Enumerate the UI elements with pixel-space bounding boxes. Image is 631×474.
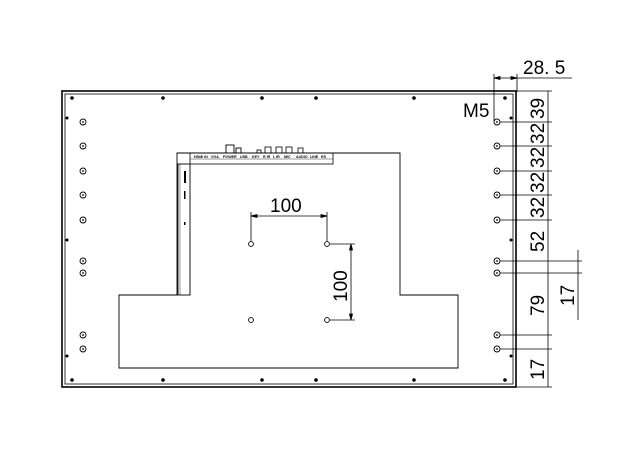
connector-label: R IR (263, 155, 271, 159)
monitor-outline (61, 90, 517, 388)
dim-label: 52 (528, 231, 549, 252)
right-hole-centers (496, 121, 498, 350)
offset-label: 28. 5 (523, 58, 565, 79)
connector-panel (189, 144, 334, 165)
connector-labels: HDMI IN VGA POWER USB KEY R IR L IR MIC … (194, 155, 327, 159)
left-hole-centers (82, 121, 84, 350)
right-dimension-labels: 39 32 32 32 32 52 79 17 17 (528, 98, 579, 380)
connector-label: RS (321, 155, 327, 159)
right-dimension-chain (500, 90, 582, 388)
side-bracket (177, 163, 191, 296)
dim-label: 17 (528, 359, 549, 380)
dim-label: 17 (558, 285, 579, 306)
connector-label: L IR (273, 155, 280, 159)
vesa-horizontal-dimension (250, 212, 328, 241)
connector-label: KEY (252, 155, 260, 159)
connector-label: VGA (211, 155, 219, 159)
dim-label: 32 (528, 172, 549, 193)
left-mounting-holes (79, 118, 87, 353)
connector-label: USB (240, 155, 248, 159)
m5-label: M5 (463, 101, 489, 122)
connector-label: MIC (284, 155, 291, 159)
vesa-vertical-dimension (330, 243, 355, 321)
vesa-horizontal-label: 100 (270, 196, 302, 217)
connector-label: POWER (223, 155, 237, 159)
connector-label: HDMI IN (194, 155, 208, 159)
offset-dimension (493, 74, 572, 121)
connector-label: AUDIO (296, 155, 308, 159)
dim-label: 79 (528, 295, 549, 316)
rear-cover-outline (118, 152, 459, 369)
frame-rivets (65, 96, 513, 382)
vesa-holes (248, 241, 330, 323)
dim-label: 32 (528, 197, 549, 218)
connector-label: LINE (310, 155, 319, 159)
vesa-vertical-label: 100 (331, 270, 352, 302)
right-mounting-holes (493, 118, 501, 353)
dim-label: 32 (528, 147, 549, 168)
dim-label: 32 (528, 123, 549, 144)
dim-label: 39 (528, 98, 549, 119)
